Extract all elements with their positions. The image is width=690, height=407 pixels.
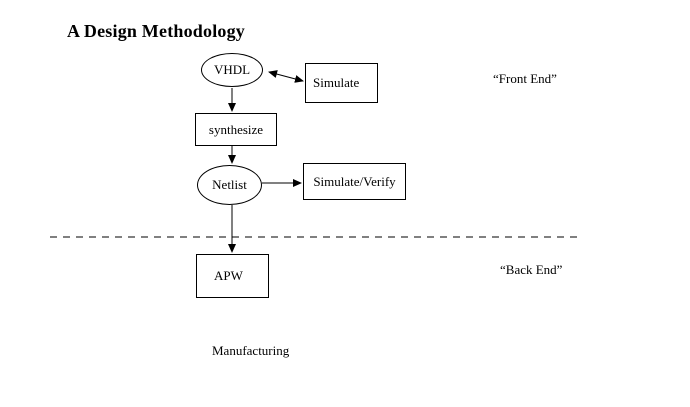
node-vhdl-label: VHDL	[213, 62, 251, 77]
manufacturing-label: Manufacturing	[212, 343, 290, 358]
node-apw-label: APW	[214, 268, 243, 283]
node-apw: APW	[196, 254, 269, 298]
node-synthesize-label: synthesize	[208, 121, 264, 137]
node-simulate-label: Simulate	[313, 75, 360, 90]
node-netlist: Netlist	[197, 165, 262, 205]
node-netlist-label: Netlist	[212, 177, 247, 192]
front-end-label: “Front End”	[493, 71, 557, 86]
back-end-label: “Back End”	[500, 262, 563, 277]
page-title: A Design Methodology	[67, 21, 246, 41]
node-simulate: Simulate	[305, 63, 378, 103]
double-arrow-vhdl-simulate	[268, 70, 304, 83]
node-synthesize: synthesize	[195, 113, 277, 146]
node-simulate-verify-label: Simulate/Verify	[313, 173, 396, 189]
node-simulate-verify: Simulate/Verify	[303, 163, 406, 200]
node-vhdl: VHDL	[201, 53, 263, 87]
